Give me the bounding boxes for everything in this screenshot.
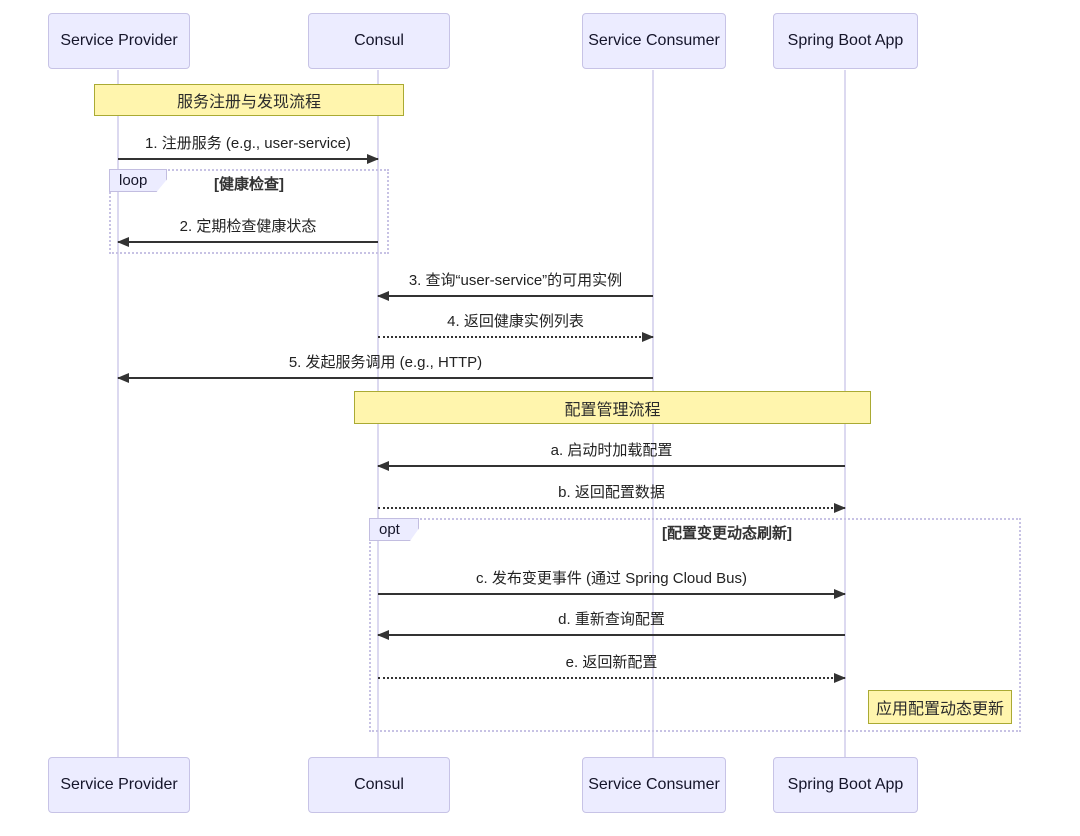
arrow-solid-left (377, 291, 653, 301)
participant-label: Service Provider (60, 776, 178, 793)
frame-loop-tab: loop (109, 169, 167, 192)
note-text: 配置管理流程 (564, 401, 661, 419)
arrow-solid-left (117, 373, 653, 383)
note-dynamic-update: 应用配置动态更新 (868, 690, 1012, 724)
note-section-config: 配置管理流程 (354, 391, 871, 424)
participant-top-spring-boot-app: Spring Boot App (773, 13, 918, 69)
arrow-dashed-right (378, 503, 846, 513)
arrow-solid-left (377, 461, 845, 471)
arrow-dashed-right (378, 673, 846, 683)
participant-bottom-service-provider: Service Provider (48, 757, 190, 813)
frame-loop: loop [健康检查] (109, 169, 389, 254)
lifeline-service-provider (117, 70, 119, 758)
message-d: d. 重新查询配置 (377, 610, 845, 640)
participant-label: Service Consumer (588, 32, 720, 49)
frame-opt: opt [配置变更动态刷新] (369, 518, 1021, 732)
participant-label: Consul (354, 776, 404, 793)
frame-opt-condition: [配置变更动态刷新] (662, 525, 792, 542)
message-1: 1. 注册服务 (e.g., user-service) (118, 134, 379, 164)
message-label: 1. 注册服务 (e.g., user-service) (145, 135, 351, 152)
message-label: b. 返回配置数据 (558, 484, 665, 501)
participant-top-service-consumer: Service Consumer (582, 13, 726, 69)
arrow-solid-right (378, 589, 846, 599)
message-2: 2. 定期检查健康状态 (117, 217, 378, 247)
arrow-dashed-right (378, 332, 654, 342)
participant-label: Service Provider (60, 32, 178, 49)
participant-label: Consul (354, 32, 404, 49)
message-e: e. 返回新配置 (378, 653, 846, 683)
participant-bottom-service-consumer: Service Consumer (582, 757, 726, 813)
message-label: a. 启动时加载配置 (550, 442, 673, 459)
message-3: 3. 查询“user-service”的可用实例 (377, 271, 653, 301)
note-text: 应用配置动态更新 (875, 701, 1004, 718)
message-a: a. 启动时加载配置 (377, 441, 845, 471)
arrow-solid-left (377, 630, 845, 640)
message-label: c. 发布变更事件 (通过 Spring Cloud Bus) (476, 570, 747, 587)
message-label: d. 重新查询配置 (558, 611, 665, 628)
participant-label: Service Consumer (588, 776, 720, 793)
message-4: 4. 返回健康实例列表 (378, 312, 654, 342)
participant-top-consul: Consul (308, 13, 450, 69)
participant-label: Spring Boot App (787, 776, 904, 793)
participant-bottom-consul: Consul (308, 757, 450, 813)
message-label: 3. 查询“user-service”的可用实例 (408, 272, 623, 289)
participant-top-service-provider: Service Provider (48, 13, 190, 69)
message-c: c. 发布变更事件 (通过 Spring Cloud Bus) (378, 569, 846, 599)
arrow-solid-left (117, 237, 378, 247)
arrow-solid-right (118, 154, 379, 164)
message-label: 4. 返回健康实例列表 (447, 313, 584, 330)
participant-bottom-spring-boot-app: Spring Boot App (773, 757, 918, 813)
message-5: 5. 发起服务调用 (e.g., HTTP) (117, 353, 653, 383)
message-b: b. 返回配置数据 (378, 483, 846, 513)
message-label: e. 返回新配置 (565, 654, 658, 671)
message-label: 2. 定期检查健康状态 (179, 218, 317, 235)
note-text: 服务注册与发现流程 (176, 94, 321, 111)
frame-loop-condition: [健康检查] (214, 176, 284, 193)
message-label: 5. 发起服务调用 (e.g., HTTP) (288, 354, 483, 371)
participant-label: Spring Boot App (787, 32, 904, 49)
note-section-registration: 服务注册与发现流程 (94, 84, 404, 116)
frame-opt-tab: opt (369, 518, 419, 541)
